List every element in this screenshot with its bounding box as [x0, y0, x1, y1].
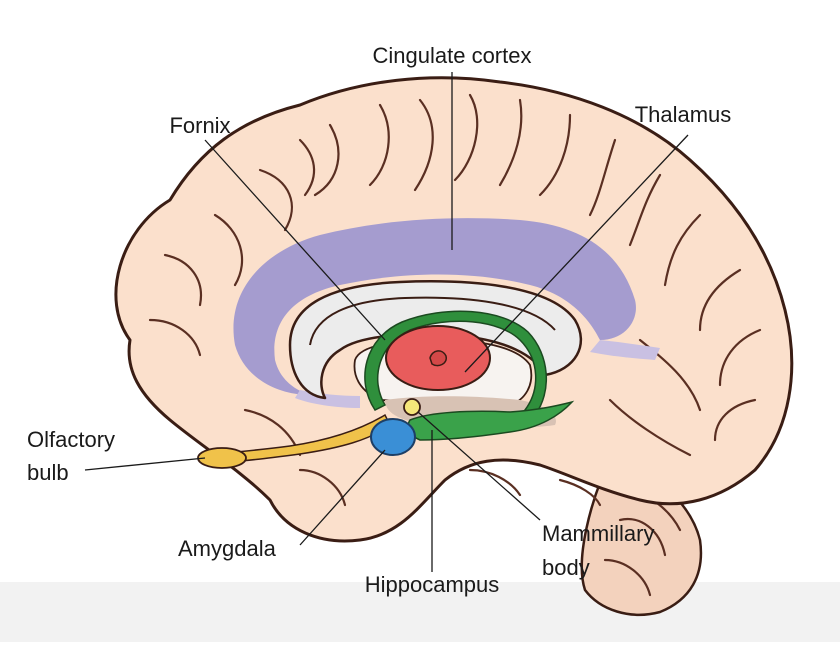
mammillary-body	[403, 398, 421, 416]
label-hippocampus: Hippocampus	[365, 572, 500, 597]
bottom-backdrop	[0, 582, 840, 642]
label-olfactory-line2: bulb	[27, 460, 69, 485]
hippocampus	[407, 400, 575, 441]
label-amygdala: Amygdala	[178, 536, 277, 561]
label-mammillary-line2: body	[542, 555, 590, 580]
leader-lines	[84, 72, 689, 572]
label-cingulate-cortex: Cingulate cortex	[373, 43, 532, 68]
leader-olfactory	[84, 457, 206, 471]
leader-amygdala	[299, 449, 386, 546]
label-olfactory-line1: Olfactory	[27, 427, 115, 452]
label-thalamus: Thalamus	[635, 102, 732, 127]
label-mammillary-line1: Mammillary	[542, 521, 654, 546]
cingulate-cortex	[233, 218, 636, 395]
label-fornix: Fornix	[169, 113, 230, 138]
amygdala	[370, 418, 416, 456]
olfactory-bulb	[197, 447, 247, 469]
gyri	[148, 93, 762, 507]
leader-thalamus	[464, 134, 689, 373]
leader-mammillary	[417, 411, 541, 521]
leader-fornix	[204, 139, 386, 341]
